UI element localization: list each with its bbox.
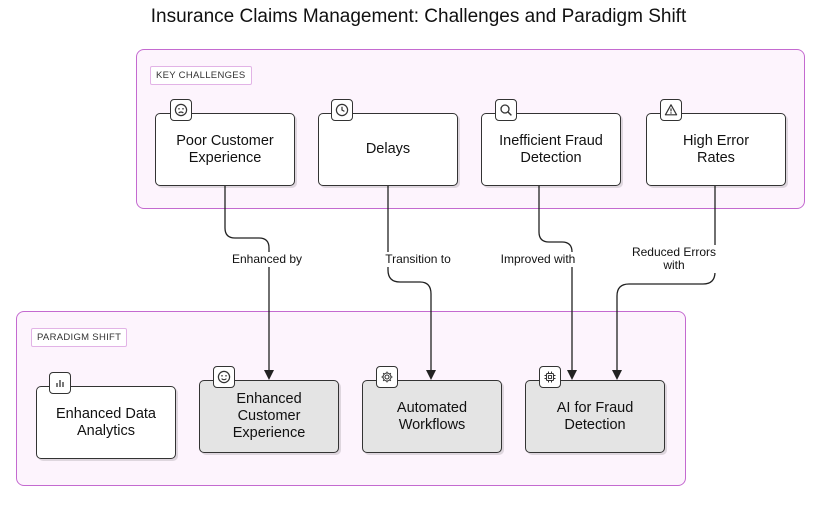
edge-label-enhanced-by: Enhanced by — [229, 252, 305, 267]
gear-icon — [376, 366, 398, 388]
node-delays[interactable]: Delays — [318, 113, 458, 186]
bar-chart-icon — [49, 372, 71, 394]
node-label: Enhanced Data Analytics — [56, 405, 156, 439]
node-label: Inefficient Fraud Detection — [499, 132, 603, 166]
node-ai-for-fraud-detection[interactable]: AI for Fraud Detection — [525, 380, 665, 453]
node-label: High Error Rates — [682, 132, 750, 166]
node-label: Delays — [365, 141, 411, 157]
edge-poor-cx-to-enhanced-cx — [224, 186, 274, 380]
group-label-key-challenges: KEY CHALLENGES — [150, 66, 252, 85]
node-enhanced-customer-experience[interactable]: Enhanced Customer Experience — [199, 380, 339, 453]
node-inefficient-fraud-detection[interactable]: Inefficient Fraud Detection — [481, 113, 621, 186]
node-label: Automated Workflows — [396, 399, 468, 433]
node-enhanced-data-analytics[interactable]: Enhanced Data Analytics — [36, 386, 176, 459]
search-icon — [495, 99, 517, 121]
node-label: AI for Fraud Detection — [556, 399, 634, 433]
edge-label-transition-to: Transition to — [383, 252, 453, 267]
node-high-error-rates[interactable]: High Error Rates — [646, 113, 786, 186]
edge-label-reduced-errors-with-text: Reduced Errors with — [631, 245, 717, 272]
chip-icon — [539, 366, 561, 388]
edge-fraud-to-ai-fraud — [538, 186, 577, 380]
diagram-title: Insurance Claims Management: Challenges … — [150, 6, 687, 27]
smile-face-icon — [213, 366, 235, 388]
edge-label-reduced-errors-with: Reduced Errors with — [622, 245, 726, 273]
node-poor-customer-experience[interactable]: Poor Customer Experience — [155, 113, 295, 186]
node-label: Enhanced Customer Experience — [232, 391, 306, 441]
edge-delays-to-workflows — [387, 186, 436, 380]
warning-icon — [660, 99, 682, 121]
sad-face-icon — [170, 99, 192, 121]
edge-label-improved-with: Improved with — [498, 252, 578, 267]
node-label: Poor Customer Experience — [176, 132, 274, 166]
node-automated-workflows[interactable]: Automated Workflows — [362, 380, 502, 453]
group-label-paradigm-shift: PARADIGM SHIFT — [31, 328, 128, 347]
clock-icon — [331, 99, 353, 121]
edge-errors-to-ai-fraud — [612, 186, 716, 380]
